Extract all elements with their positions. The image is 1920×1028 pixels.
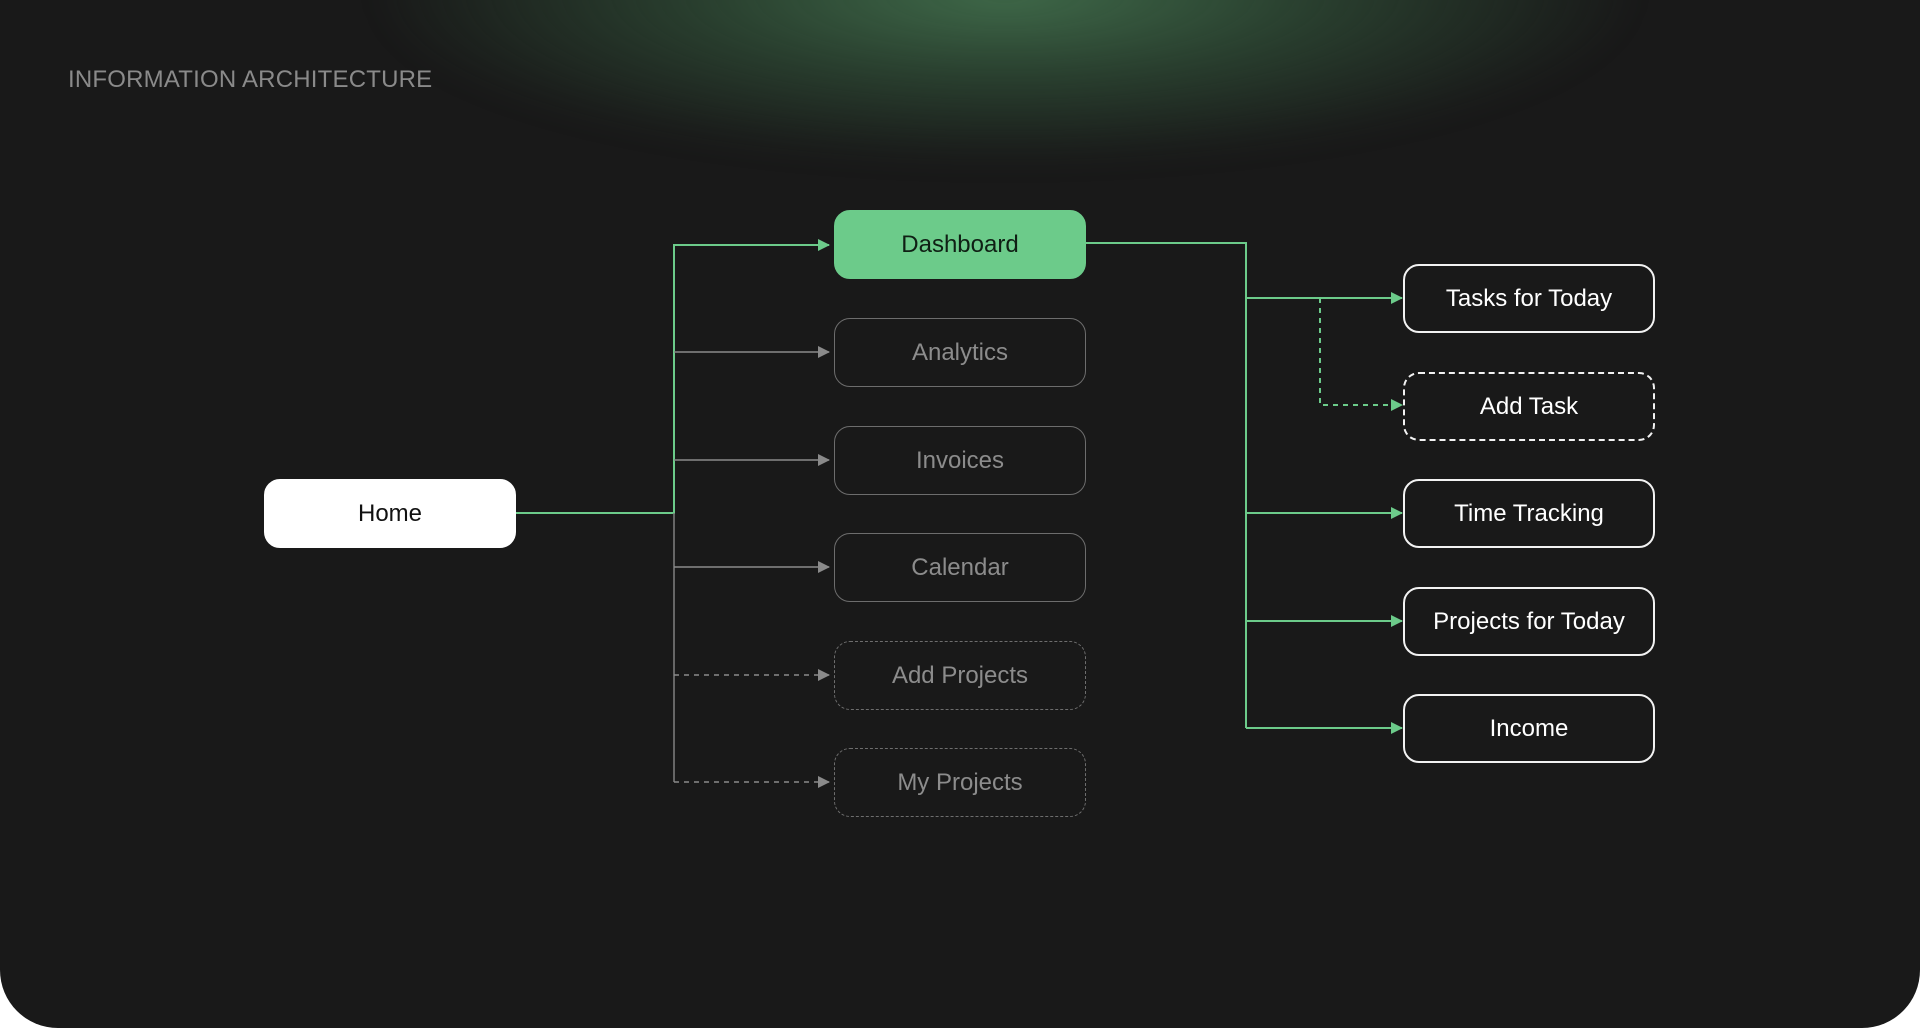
node-income[interactable]: Income [1403,694,1655,763]
node-my-projects[interactable]: My Projects [834,748,1086,817]
node-tasks-for-today[interactable]: Tasks for Today [1403,264,1655,333]
node-calendar[interactable]: Calendar [834,533,1086,602]
node-time-tracking[interactable]: Time Tracking [1403,479,1655,548]
node-projects-for-today[interactable]: Projects for Today [1403,587,1655,656]
edge-home-trunk [516,239,830,514]
node-invoices[interactable]: Invoices [834,426,1086,495]
node-dashboard[interactable]: Dashboard [834,210,1086,279]
edge-add-task [1319,298,1403,411]
edge-dashboard-trunk [1086,242,1247,728]
node-home[interactable]: Home [264,479,516,548]
node-add-projects[interactable]: Add Projects [834,641,1086,710]
node-add-task[interactable]: Add Task [1403,372,1655,441]
page-title: INFORMATION ARCHITECTURE [68,66,433,93]
node-analytics[interactable]: Analytics [834,318,1086,387]
